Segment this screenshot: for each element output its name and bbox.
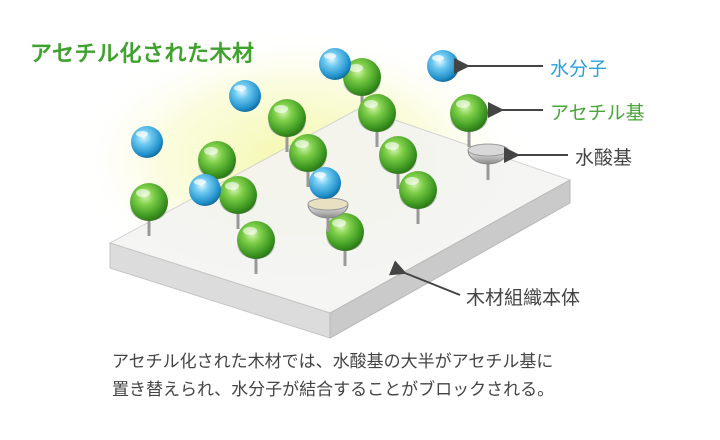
acetyl-sphere xyxy=(399,171,437,224)
acetyl-sphere xyxy=(289,134,327,187)
water-molecules xyxy=(131,48,459,206)
acetyl-sphere xyxy=(343,58,381,111)
arrow-wood xyxy=(389,260,461,296)
caption: アセチル化された木材では、水酸基の大半がアセチル基に 置き替えられ、水分子が結合… xyxy=(112,348,554,404)
acetyl-groups xyxy=(130,58,488,274)
water-sphere xyxy=(131,126,163,158)
diagram-title: アセチル化された木材 xyxy=(30,42,255,67)
water-sphere xyxy=(319,48,351,80)
hydroxyl-cup xyxy=(307,197,349,232)
hydroxyl-groups xyxy=(307,143,509,232)
water-sphere xyxy=(189,174,221,206)
hydroxyl-cup xyxy=(467,143,509,180)
label-hydroxyl-group: 水酸基 xyxy=(575,147,633,169)
acetyl-sphere xyxy=(219,176,257,229)
water-sphere xyxy=(309,167,341,199)
label-acetyl-group: アセチル基 xyxy=(550,102,645,124)
acetyl-sphere xyxy=(237,221,275,274)
water-sphere xyxy=(229,80,261,112)
acetyl-sphere xyxy=(130,183,168,236)
label-water-molecule: 水分子 xyxy=(550,58,608,80)
leader-arrows xyxy=(389,58,568,296)
label-wood-body: 木材組織本体 xyxy=(466,287,581,309)
caption-line-2: 置き替えられ、水分子が結合することがブロックされる。 xyxy=(112,380,555,400)
caption-line-1: アセチル化された木材では、水酸基の大半がアセチル基に xyxy=(112,352,554,372)
water-sphere xyxy=(427,50,459,82)
acetyl-sphere xyxy=(379,136,417,189)
acetyl-sphere xyxy=(450,94,488,147)
acetyl-sphere xyxy=(358,94,396,147)
acetyl-sphere xyxy=(268,99,306,152)
acetyl-sphere xyxy=(326,213,364,266)
